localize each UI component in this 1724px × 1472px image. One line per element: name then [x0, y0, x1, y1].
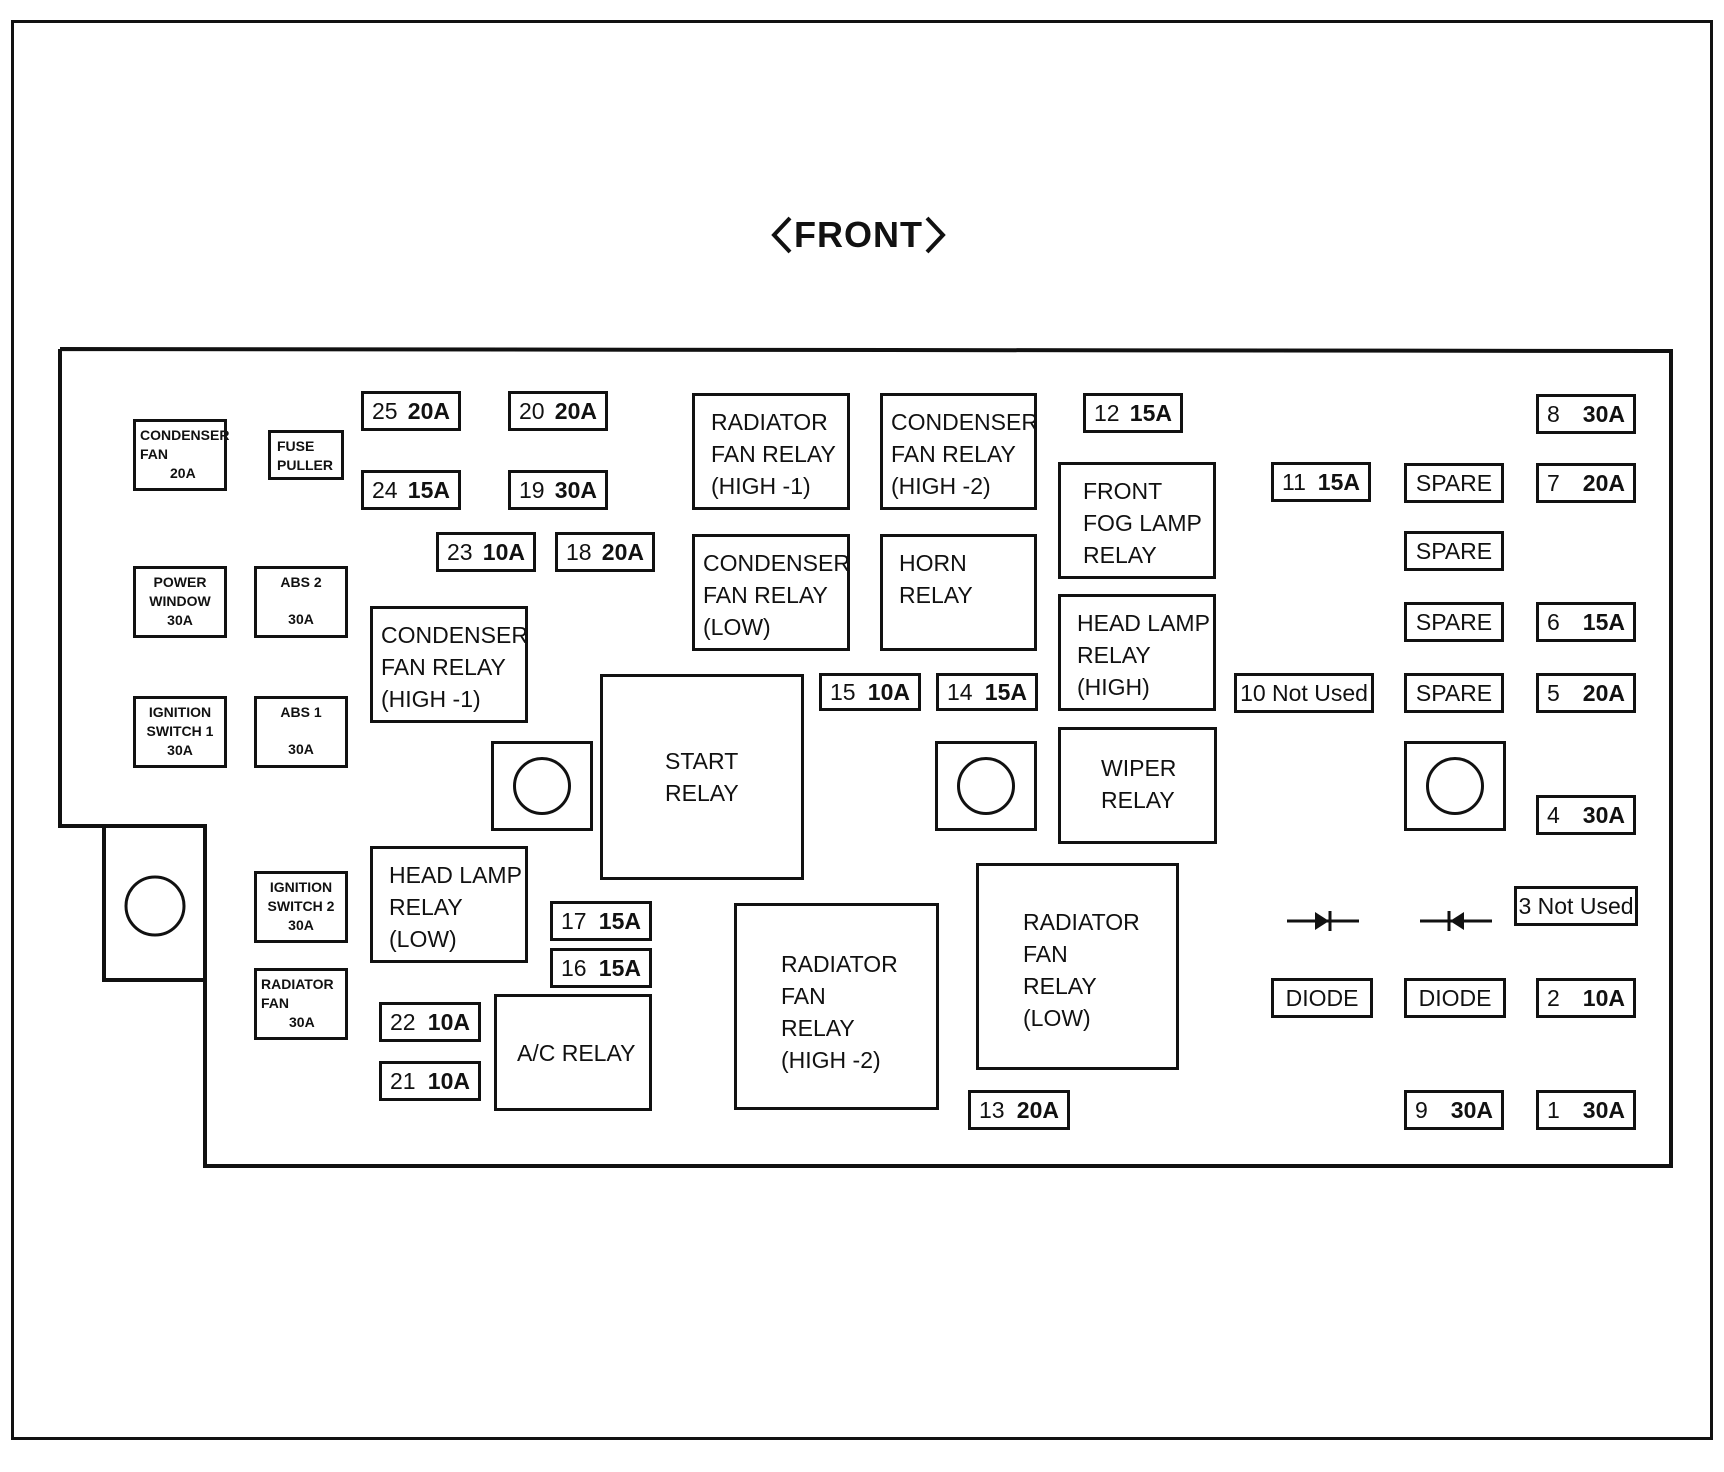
diode-box: DIODE	[1271, 978, 1373, 1018]
relay-ac: A/C RELAY	[494, 994, 652, 1111]
diode-box: DIODE	[1404, 978, 1506, 1018]
fuse-ignition-switch-2: IGNITION SWITCH 2 30A	[254, 871, 348, 943]
spare-slot: SPARE	[1404, 673, 1504, 713]
fuse-abs-1: ABS 1 30A	[254, 696, 348, 768]
mounting-hole	[491, 741, 593, 831]
fuse-puller: FUSE PULLER	[268, 430, 344, 480]
spare-slot: SPARE	[1404, 602, 1504, 642]
fuse-power-window: POWER WINDOW 30A	[133, 566, 227, 638]
diode-right-icon	[1287, 911, 1359, 931]
hole-circle-icon	[1426, 757, 1484, 815]
diagram-frame	[11, 20, 1713, 1440]
chevron-left-icon	[771, 216, 792, 254]
mounting-hole	[935, 741, 1037, 831]
chevron-right-icon	[925, 216, 946, 254]
fuse-10-not-used: 10 Not Used	[1234, 673, 1374, 713]
fuse-condenser-fan: CONDENSER FAN 20A	[133, 419, 229, 491]
fuse-ignition-switch-1: IGNITION SWITCH 1 30A	[133, 696, 227, 768]
spare-slot: SPARE	[1404, 531, 1504, 571]
diode-left-icon	[1420, 911, 1492, 931]
front-label: FRONT	[770, 214, 947, 256]
fuse-abs-2: ABS 2 30A	[254, 566, 348, 638]
front-title: FRONT	[794, 214, 923, 255]
mounting-hole	[1404, 741, 1506, 831]
hole-circle-icon	[513, 757, 571, 815]
fuse-radiator-fan: RADIATOR FAN 30A	[254, 968, 348, 1040]
spare-slot: SPARE	[1404, 463, 1504, 503]
hole-circle-icon	[957, 757, 1015, 815]
fuse-3-not-used: 3 Not Used	[1514, 886, 1638, 926]
